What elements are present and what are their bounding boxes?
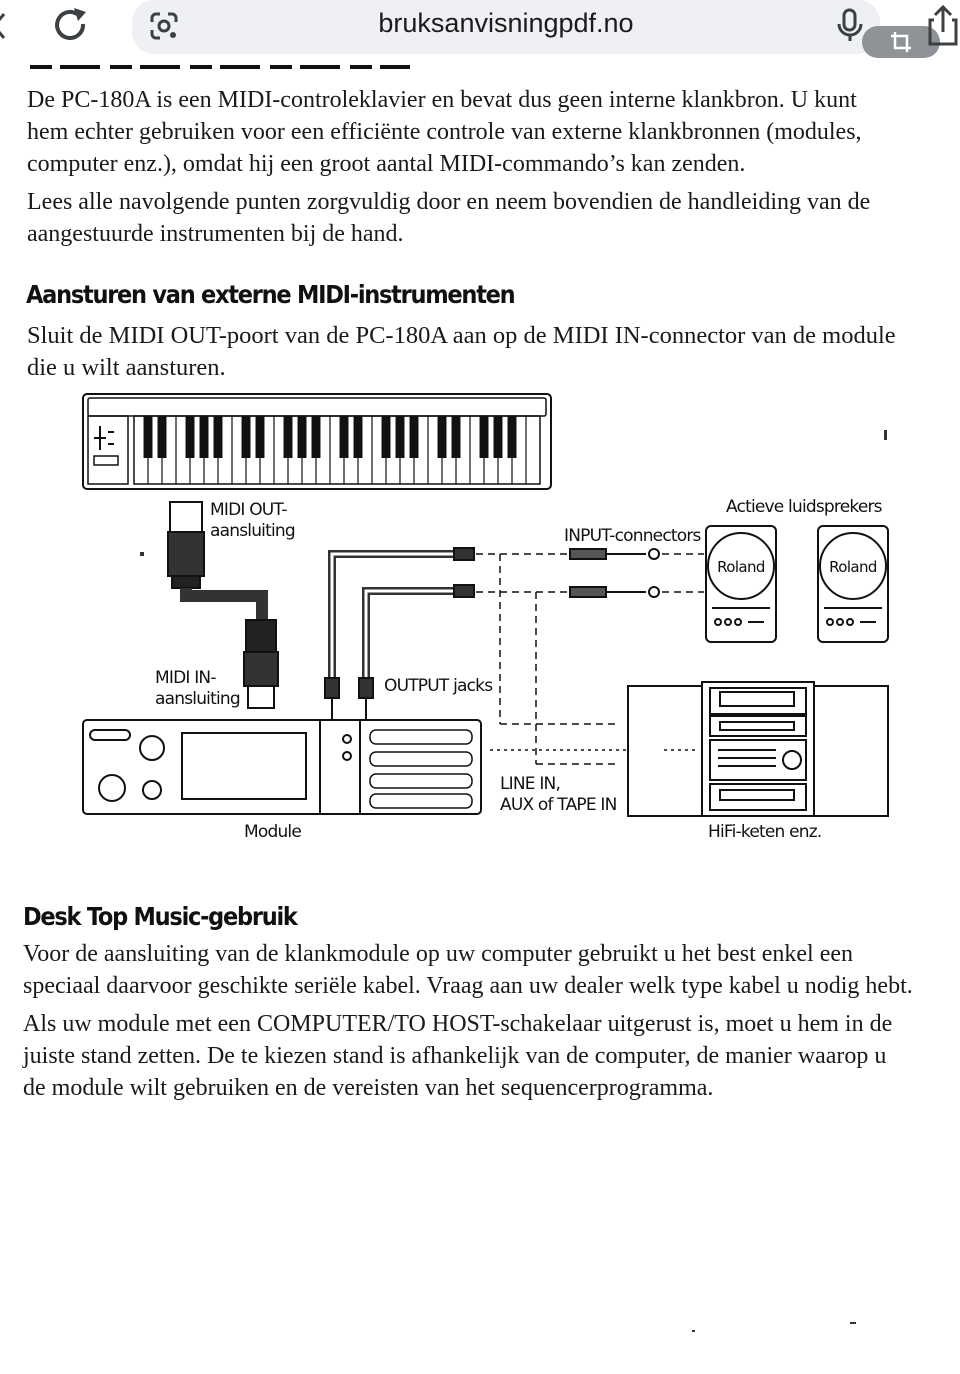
- midi-in-label: MIDI IN- aansluiting: [155, 668, 241, 709]
- share-icon[interactable]: [920, 2, 960, 50]
- scan-speck: [850, 1322, 856, 1324]
- speaker-left: [705, 525, 777, 643]
- black-key: [437, 416, 447, 458]
- url-text[interactable]: bruksanvisningpdf.no: [378, 8, 634, 38]
- speaker-brand-right: Roland: [829, 558, 877, 576]
- speaker-brand-left: Roland: [717, 558, 765, 576]
- black-key: [339, 416, 349, 458]
- black-key: [185, 416, 195, 458]
- black-key: [353, 416, 363, 458]
- black-key: [199, 416, 209, 458]
- hifi-illustration: [627, 681, 889, 817]
- scan-speck: [692, 1330, 695, 1332]
- black-key: [255, 416, 265, 458]
- microphone-icon[interactable]: [832, 6, 868, 46]
- black-key: [395, 416, 405, 458]
- paragraph-intro-1: De PC-180A is een MIDI-controleklavier e…: [27, 87, 862, 177]
- speakers-label: Actieve luidsprekers: [726, 497, 883, 517]
- black-key: [493, 416, 503, 458]
- black-key: [157, 416, 167, 458]
- black-key: [409, 416, 419, 458]
- connection-diagram: MIDI OUT- aansluiting MIDI IN- aansluiti…: [80, 390, 900, 850]
- chevron-left-icon[interactable]: [0, 4, 14, 44]
- paragraph-external-midi: Sluit de MIDI OUT-poort van de PC-180A a…: [27, 322, 896, 381]
- scan-speck: [884, 430, 887, 440]
- google-lens-icon[interactable]: [146, 8, 182, 44]
- clipped-previous-heading: [30, 62, 410, 70]
- black-key: [283, 416, 293, 458]
- paragraph-desk-top-music-2: Als uw module met een COMPUTER/TO HOST-s…: [23, 1011, 893, 1101]
- module-illustration: [82, 719, 482, 815]
- black-key: [241, 416, 251, 458]
- black-key: [297, 416, 307, 458]
- black-key: [507, 416, 517, 458]
- browser-toolbar: bruksanvisningpdf.no: [0, 0, 960, 62]
- heading-external-midi: Aansturen van externe MIDI-instrumenten: [26, 280, 516, 309]
- black-key: [381, 416, 391, 458]
- midi-out-plug: [167, 501, 205, 589]
- line-in-label: LINE IN, AUX of TAPE IN: [500, 774, 617, 815]
- black-key: [479, 416, 489, 458]
- input-connectors-label: INPUT-connectors: [564, 526, 701, 546]
- midi-in-plug: [243, 619, 279, 709]
- black-key: [451, 416, 461, 458]
- address-bar[interactable]: bruksanvisningpdf.no: [132, 0, 880, 54]
- reload-icon[interactable]: [50, 4, 90, 44]
- crop-icon: [891, 32, 911, 52]
- keyboard-illustration: [82, 393, 552, 490]
- black-key: [143, 416, 153, 458]
- connection-diagram-drawing: [82, 393, 889, 817]
- input-connector-plugs: [569, 548, 660, 598]
- heading-desk-top-music: Desk Top Music-gebruik: [23, 902, 298, 931]
- paragraph-desk-top-music-1: Voor de aansluiting van de klankmodule o…: [23, 941, 913, 999]
- speaker-right: [817, 525, 889, 643]
- black-key: [213, 416, 223, 458]
- black-key: [311, 416, 321, 458]
- hifi-label: HiFi-keten enz.: [708, 822, 822, 842]
- module-label: Module: [244, 822, 302, 842]
- dashed-connections: [476, 553, 704, 765]
- output-jacks-label: OUTPUT jacks: [384, 676, 493, 696]
- audio-cables: [324, 547, 475, 720]
- scan-speck: [140, 552, 144, 556]
- paragraph-intro-2: Lees alle navolgende punten zorgvuldig d…: [27, 189, 871, 247]
- midi-out-label: MIDI OUT- aansluiting: [210, 500, 296, 541]
- crop-button[interactable]: [862, 26, 940, 58]
